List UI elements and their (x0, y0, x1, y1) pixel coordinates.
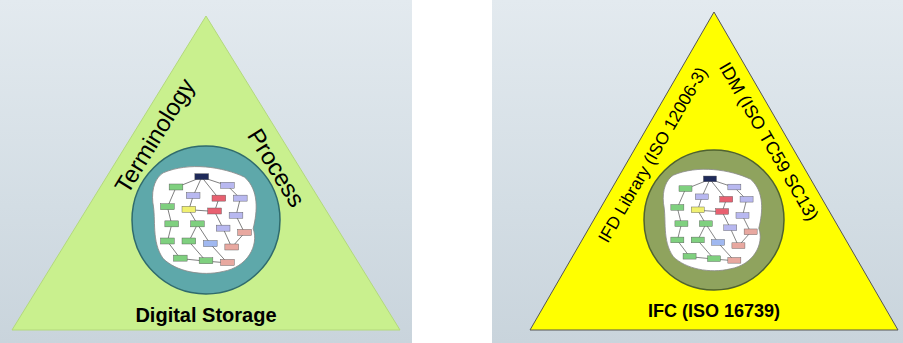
side-label: IDM (ISO TC59 SC13) (714, 59, 821, 224)
side-label: IFD Library (ISO 12006-3) (595, 64, 712, 246)
triangle-shape (10, 14, 402, 332)
base-label: IFC (ISO 16739) (648, 302, 780, 322)
triangle-node: Terminology ProcessDigital Storage (10, 14, 402, 332)
triangle-node: IFD Library (ISO 12006-3)IDM (ISO TC59 S… (528, 10, 900, 332)
side-label: Process (242, 124, 310, 212)
side-label: Terminology (110, 74, 200, 198)
triangle-shape (528, 10, 900, 332)
base-label: Digital Storage (135, 304, 276, 326)
